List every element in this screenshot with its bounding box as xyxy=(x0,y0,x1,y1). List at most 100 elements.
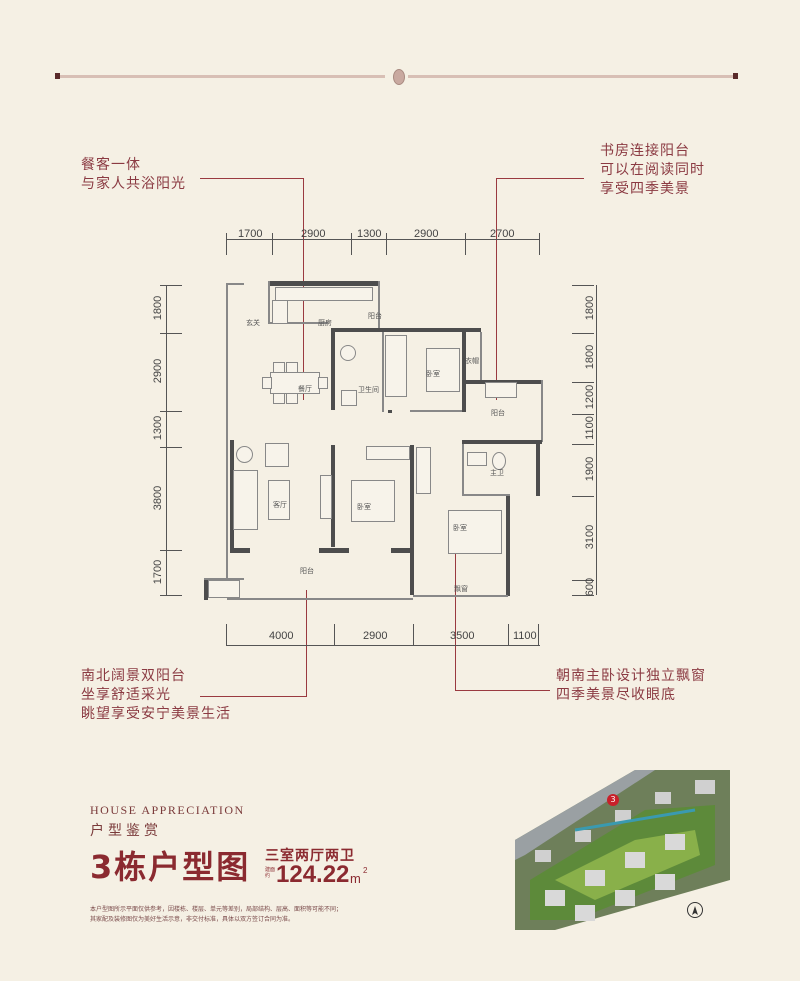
chair xyxy=(273,362,285,373)
dim-label: 2900 xyxy=(301,228,326,240)
wall xyxy=(410,410,466,412)
dim-label: 1900 xyxy=(584,456,596,482)
dim-tick xyxy=(572,414,594,415)
dim-tick xyxy=(160,411,182,412)
dim-label: 1700 xyxy=(152,559,164,585)
chair xyxy=(286,362,298,373)
callout-line: 南北阔景双阳台 xyxy=(81,668,186,684)
wall xyxy=(204,578,208,600)
callout-balcony: 南北阔景双阳台 坐享舒适采光 眺望享受安宁美景生活 xyxy=(81,667,231,724)
dim-label: 1800 xyxy=(152,295,164,321)
wardrobe xyxy=(416,447,431,494)
callout-line: 可以在阅读同时 xyxy=(600,162,705,178)
sink xyxy=(467,452,487,466)
dim-label: 1300 xyxy=(152,415,164,441)
room-label-service-balcony: 阳台 xyxy=(368,312,382,320)
chair xyxy=(273,393,285,404)
bed xyxy=(351,480,395,522)
room-label-dining: 餐厅 xyxy=(298,385,312,393)
callout-line: 眺望享受安宁美景生活 xyxy=(81,706,231,722)
dim-tick xyxy=(226,233,227,255)
dim-tick xyxy=(539,233,540,255)
wall xyxy=(462,444,464,496)
callout-line: 坐享舒适采光 xyxy=(81,687,171,703)
kitchen-counter-side xyxy=(272,300,288,324)
wall xyxy=(226,283,244,285)
wall xyxy=(331,328,481,332)
dim-tick xyxy=(272,233,273,255)
dim-label: 600 xyxy=(584,577,596,597)
room-label-balcony-south: 阳台 xyxy=(300,567,314,575)
dim-line xyxy=(166,285,167,595)
room-label-living: 客厅 xyxy=(273,501,287,509)
bed xyxy=(448,510,502,554)
dim-label: 1100 xyxy=(513,630,537,642)
leader-line xyxy=(200,696,307,697)
site-map: 3 xyxy=(515,770,730,930)
chair xyxy=(262,377,272,389)
dim-label: 2700 xyxy=(490,228,515,240)
dim-label: 3100 xyxy=(584,524,596,550)
wall xyxy=(227,598,413,600)
area-unit: m xyxy=(350,871,361,886)
dim-tick xyxy=(351,233,352,255)
wall xyxy=(204,578,244,580)
wall xyxy=(506,496,510,596)
wall xyxy=(391,548,413,553)
dim-tick xyxy=(572,595,594,596)
room-type: 三室两厅两卫 xyxy=(265,848,355,864)
wall xyxy=(480,332,482,380)
dim-tick xyxy=(334,624,335,646)
dim-line xyxy=(226,645,540,646)
wall xyxy=(541,380,543,442)
wall xyxy=(230,440,234,550)
disclaimer-line: 本户型图所示平面仅供参考，因楼栋、楼层、单元等差别，局部结构、层高、面积等可能不… xyxy=(90,906,343,913)
north-arrow-icon xyxy=(687,902,703,918)
area-prefix: 建面约 xyxy=(265,867,276,879)
sink xyxy=(341,390,357,406)
callout-line: 餐客一体 xyxy=(81,157,141,173)
divider-end-right xyxy=(733,73,738,79)
bed xyxy=(426,348,460,392)
area-value: 124.22 xyxy=(276,861,350,888)
room-label-closet: 衣帽 xyxy=(465,357,479,365)
dim-tick xyxy=(572,285,594,286)
room-label-bedroom-north: 卧室 xyxy=(426,370,440,378)
dim-tick xyxy=(572,444,594,445)
disclaimer-line: 其家配及装修图仅为美好生活示意，非交付标准，具体以双方签订合同为准。 xyxy=(90,916,295,923)
disclaimer: 本户型图所示平面仅供参考，因楼栋、楼层、单元等差别，局部结构、层高、面积等可能不… xyxy=(90,905,450,925)
wall xyxy=(331,445,335,547)
wall xyxy=(378,281,380,329)
dim-tick xyxy=(413,624,414,646)
wall xyxy=(536,444,540,496)
armchair xyxy=(265,443,289,467)
callout-dining: 餐客一体 与家人共浴阳光 xyxy=(81,156,186,194)
callout-line: 朝南主卧设计独立飘窗 xyxy=(556,668,706,684)
wall xyxy=(388,410,392,413)
callout-line: 与家人共浴阳光 xyxy=(81,176,186,192)
dim-label: 1100 xyxy=(584,416,596,440)
ac-unit xyxy=(208,580,240,598)
dining-table xyxy=(270,372,320,394)
dim-tick xyxy=(572,382,594,383)
leader-line xyxy=(306,590,307,697)
wall xyxy=(331,330,335,410)
dim-tick xyxy=(160,333,182,334)
callout-line: 四季美景尽收眼底 xyxy=(556,687,676,703)
leader-line xyxy=(496,178,497,400)
dim-label: 2900 xyxy=(414,228,439,240)
dim-tick xyxy=(572,333,594,334)
wall xyxy=(410,445,414,595)
leader-line xyxy=(496,178,584,179)
dim-label: 2900 xyxy=(363,630,388,642)
wall xyxy=(230,548,250,553)
wall xyxy=(462,494,510,496)
wall xyxy=(226,283,228,598)
sofa xyxy=(233,470,258,530)
dim-label: 2900 xyxy=(152,358,164,384)
room-label-bay-window: 飘窗 xyxy=(454,585,468,593)
room-label-kitchen: 厨房 xyxy=(318,319,332,327)
wardrobe xyxy=(366,446,410,460)
wall xyxy=(462,440,542,444)
dim-tick xyxy=(386,233,387,255)
